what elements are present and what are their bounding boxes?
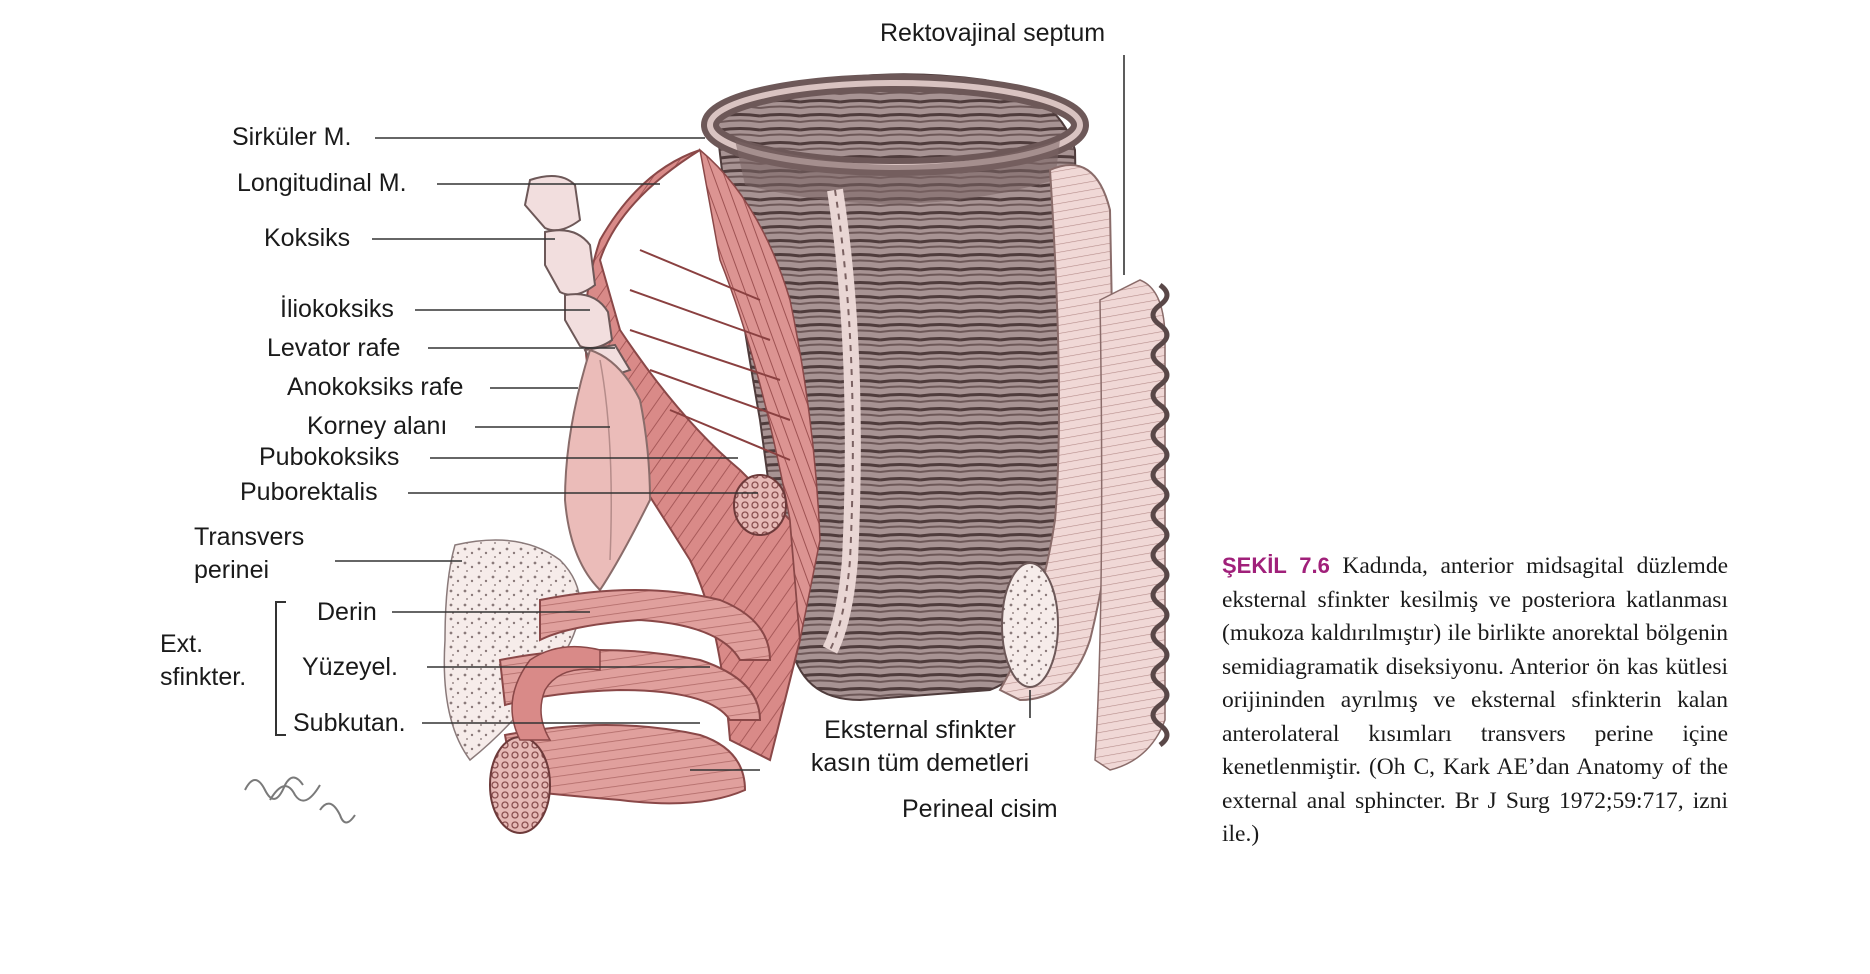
label-ext: Ext. bbox=[160, 630, 204, 658]
anococcygeal-sheet bbox=[563, 348, 652, 592]
label-puborektalis: Puborektalis bbox=[240, 478, 378, 506]
label-yuzeyel: Yüzeyel. bbox=[302, 653, 398, 681]
caption-text: Kadında, anterior midsagital düzlemde ek… bbox=[1222, 553, 1728, 847]
label-korney-alani: Korney alanı bbox=[307, 412, 448, 440]
ext-sphincter-bracket bbox=[275, 601, 286, 736]
label-anokoksiks-rafe: Anokoksiks rafe bbox=[287, 373, 464, 401]
label-koksiks: Koksiks bbox=[264, 224, 351, 252]
figure-label: ŞEKİL 7.6 bbox=[1222, 553, 1330, 578]
label-subkutan: Subkutan. bbox=[293, 709, 406, 737]
label-eksternal-sfinkter: Eksternal sfinkter bbox=[824, 716, 1016, 744]
label-sfinkter: sfinkter. bbox=[160, 663, 247, 691]
anterior-wall bbox=[998, 164, 1170, 771]
label-iliokoksiks: İliokoksiks bbox=[280, 295, 394, 323]
coccyx-bones bbox=[523, 175, 632, 382]
label-rektovajinal-septum: Rektovajinal septum bbox=[880, 19, 1106, 47]
label-longitudinal: Longitudinal M. bbox=[237, 169, 407, 197]
label-perineal-cisim: Perineal cisim bbox=[902, 795, 1058, 823]
artist-signature bbox=[244, 776, 356, 824]
label-kasin-tum-demetleri: kasın tüm demetleri bbox=[810, 749, 1030, 777]
figure-caption: ŞEKİL 7.6 Kadında, anterior midsagital d… bbox=[1222, 549, 1728, 852]
label-transvers: Transvers bbox=[194, 523, 305, 551]
label-derin: Derin bbox=[317, 598, 377, 626]
label-sirkuler: Sirküler M. bbox=[232, 123, 352, 151]
label-levator-rafe: Levator rafe bbox=[267, 334, 401, 362]
label-pubokoksiks: Pubokoksiks bbox=[259, 443, 400, 471]
levator-muscles bbox=[584, 148, 821, 762]
label-perinei: perinei bbox=[194, 556, 270, 584]
leader-lines bbox=[335, 55, 1125, 771]
